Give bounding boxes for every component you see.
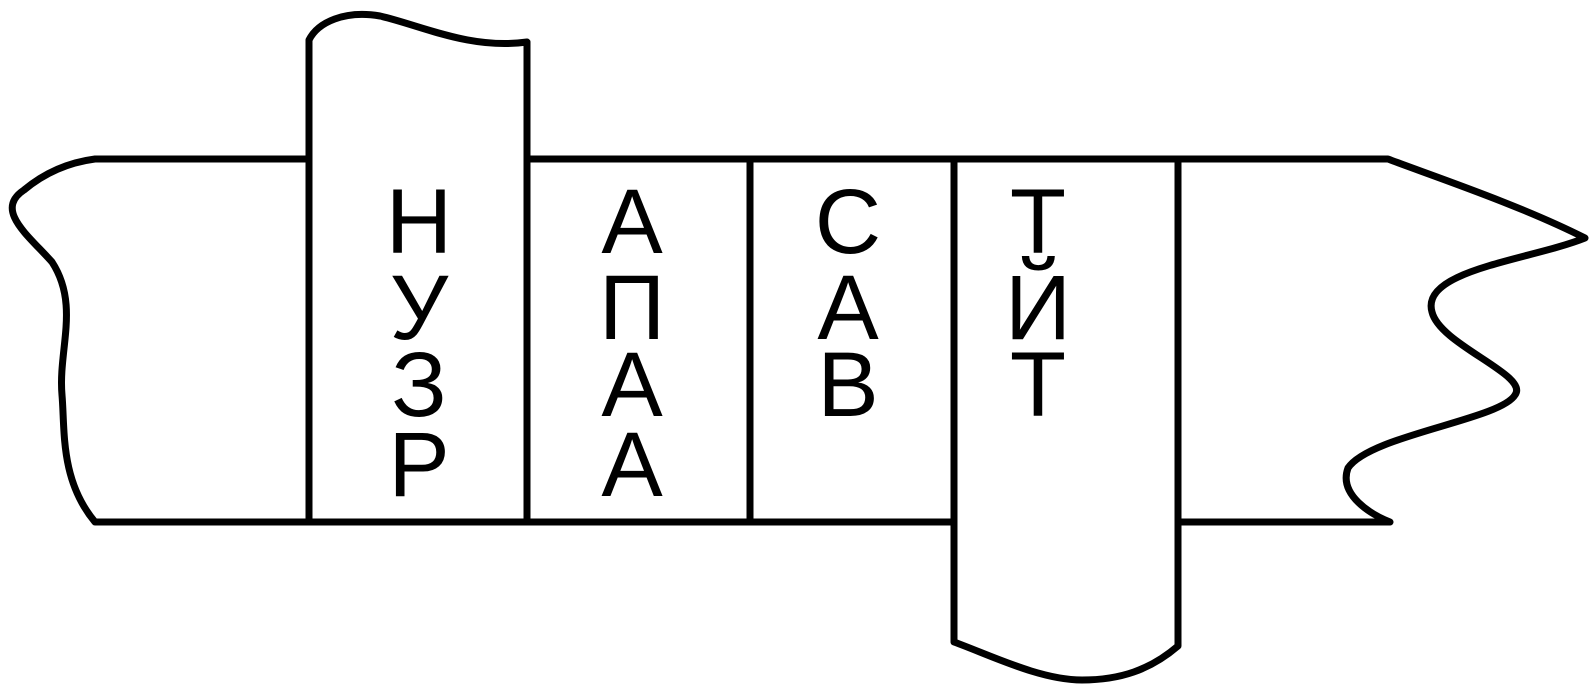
column-3-letter-3: В — [817, 334, 878, 436]
horizontal-paper-strip — [12, 159, 1585, 522]
column-2-letter-4: А — [601, 414, 663, 516]
column-1-letter-4: Р — [388, 414, 449, 516]
column-4-letter-3: Т — [1010, 334, 1066, 436]
